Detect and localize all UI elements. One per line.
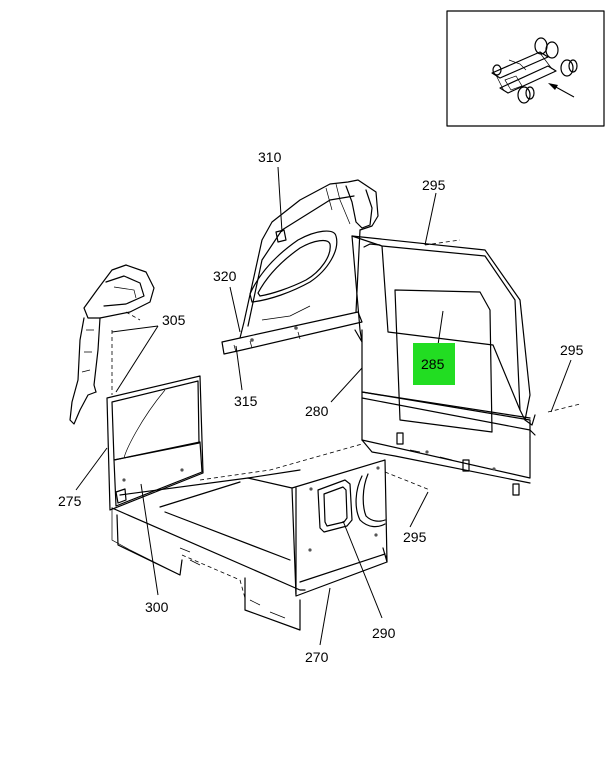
callout-labels: 310 295 320 305 285 295 315 280 275 295 … bbox=[58, 149, 584, 665]
pillar-trim-assembly bbox=[69, 264, 155, 425]
callout-280: 280 bbox=[305, 403, 329, 419]
rear-door-panel bbox=[291, 459, 388, 597]
callout-295-right: 295 bbox=[560, 342, 584, 358]
callout-315: 315 bbox=[234, 393, 258, 409]
callout-305: 305 bbox=[162, 312, 186, 328]
callout-320: 320 bbox=[213, 268, 237, 284]
callout-300: 300 bbox=[145, 599, 169, 615]
floor-structure bbox=[111, 443, 431, 631]
callout-295-lower: 295 bbox=[403, 529, 427, 545]
callout-275: 275 bbox=[58, 493, 82, 509]
callout-285: 285 bbox=[421, 356, 445, 372]
callout-270: 270 bbox=[305, 649, 329, 665]
leader-lines bbox=[75, 166, 572, 646]
callout-295-top: 295 bbox=[422, 177, 446, 193]
vehicle-chassis-icon bbox=[491, 37, 578, 104]
inset-frame bbox=[446, 10, 605, 127]
highlight-box-285 bbox=[413, 343, 455, 385]
callout-310: 310 bbox=[258, 149, 282, 165]
callout-290: 290 bbox=[372, 625, 396, 641]
location-arrow-icon bbox=[548, 83, 575, 98]
rear-wall-panel bbox=[351, 235, 536, 496]
extension-lines bbox=[424, 239, 581, 413]
locator-inset bbox=[446, 10, 605, 127]
door-panel-left bbox=[106, 375, 204, 511]
